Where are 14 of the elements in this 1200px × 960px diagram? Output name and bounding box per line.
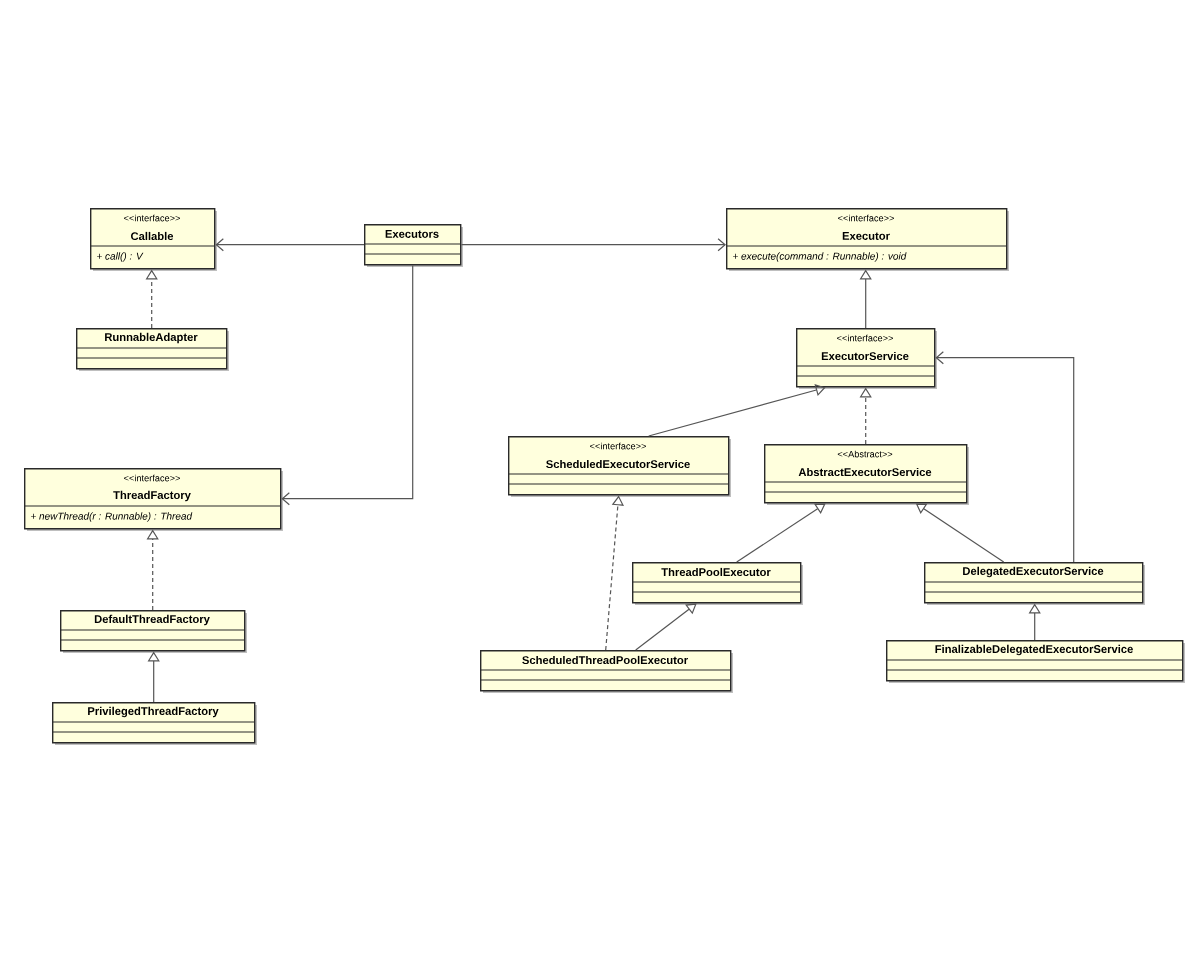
dashed-arrow: [859, 387, 872, 445]
arrow: [1028, 603, 1041, 641]
arrow: [281, 264, 414, 506]
arrow: [147, 651, 160, 703]
arrow: [736, 503, 826, 563]
arrow: [859, 269, 872, 329]
arrow: [935, 351, 1075, 563]
arrow: [215, 238, 365, 252]
arrow: [460, 238, 726, 252]
dashed-arrow: [146, 529, 159, 611]
arrow: [635, 603, 697, 651]
dashed-arrow: [145, 269, 158, 329]
arrow: [648, 384, 826, 437]
dashed-arrow: [605, 495, 624, 651]
